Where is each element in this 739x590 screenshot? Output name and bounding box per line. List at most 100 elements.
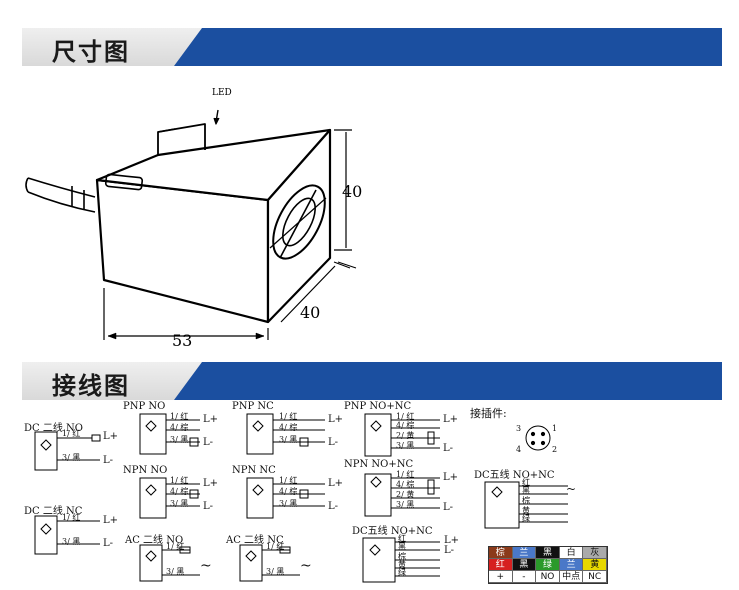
color-table-cell: 兰 xyxy=(512,547,537,559)
color-table-cell: - xyxy=(512,571,537,583)
dc5-sensor-box xyxy=(362,537,396,583)
led-block xyxy=(157,123,206,155)
wiring-banner: 接线图 xyxy=(22,362,722,400)
npn-nonc-title: NPN NO+NC xyxy=(344,459,414,470)
dc2-nc-plus: L+ xyxy=(103,515,119,526)
color-table-cell: 中点 xyxy=(559,571,584,583)
npn-nonc-wire1: 1/ 红 xyxy=(396,470,415,479)
npn-nonc-plus: L+ xyxy=(443,472,459,483)
pnp-nc-wire4: 4/ 棕 xyxy=(279,423,298,432)
led-label: LED xyxy=(212,88,232,98)
plug-connector xyxy=(525,425,551,451)
ac2-nc-tilde: ~ xyxy=(300,558,312,574)
npn-nc-sensor-box xyxy=(246,477,274,519)
plug-pin4: 4 xyxy=(516,445,522,454)
color-table-cell: 黑 xyxy=(512,559,537,571)
dc5-color4: 黄 xyxy=(398,560,406,569)
dc2-no-wire1: 1/ 红 xyxy=(62,429,81,438)
npn-nc-plus: L+ xyxy=(328,478,344,489)
dimensions-title: 尺寸图 xyxy=(52,38,130,66)
dc5-right-color4: 黄 xyxy=(522,506,530,515)
npn-nonc-minus: L- xyxy=(443,502,454,513)
depth-dimension: 40 xyxy=(300,303,320,322)
npn-no-wire3: 3/ 黑 xyxy=(170,499,189,508)
color-table-cell: 棕 xyxy=(489,547,513,559)
pnp-no-sensor-box xyxy=(139,413,167,455)
pnp-nonc-wire4: 4/ 棕 xyxy=(396,421,415,430)
color-table-cell: 红 xyxy=(489,559,513,571)
pnp-nc-minus: L- xyxy=(328,437,339,448)
npn-nc-minus: L- xyxy=(328,501,339,512)
dc5-right-color2: 黑 xyxy=(522,486,530,495)
banner-blue-segment xyxy=(174,28,722,66)
dc5-right-tilde: ~ xyxy=(566,482,577,496)
pnp-nc-plus: L+ xyxy=(328,414,344,425)
plug-pin3: 3 xyxy=(516,424,522,433)
pnp-nonc-wire1: 1/ 红 xyxy=(396,412,415,421)
npn-nonc-wire2: 2/ 黄 xyxy=(396,490,415,499)
ac2-nc-wire1: 1/ 红 xyxy=(266,542,285,551)
npn-no-minus: L- xyxy=(203,501,214,512)
plug-title: 接插件: xyxy=(470,407,507,420)
pnp-no-wire1: 1/ 红 xyxy=(170,412,189,421)
npn-no-title: NPN NO xyxy=(123,465,168,476)
npn-nc-title: NPN NC xyxy=(232,465,276,476)
npn-no-wire1: 1/ 红 xyxy=(170,476,189,485)
color-table-cell: + xyxy=(489,571,513,583)
dc5-color5: 绿 xyxy=(398,568,406,577)
pnp-no-title: PNP NO xyxy=(123,401,166,412)
npn-no-sensor-box xyxy=(139,477,167,519)
npn-nonc-sensor-box xyxy=(364,473,392,517)
npn-nonc-wire4: 4/ 棕 xyxy=(396,480,415,489)
npn-nc-wire3: 3/ 黑 xyxy=(279,499,298,508)
ac2-no-sensor-box xyxy=(139,544,163,582)
ac2-no-wire2: 3/ 黑 xyxy=(166,567,185,576)
color-table-cell: 兰 xyxy=(559,559,584,571)
color-table-cell: NC xyxy=(583,571,607,583)
banner-blue-segment xyxy=(174,362,722,400)
pnp-nc-wire3: 3/ 黑 xyxy=(279,435,298,444)
pnp-no-plus: L+ xyxy=(203,414,219,425)
npn-nc-wire1: 1/ 红 xyxy=(279,476,298,485)
dc5-right-color3: 棕 xyxy=(522,496,530,505)
dc5-minus: L- xyxy=(444,545,455,556)
pnp-nc-sensor-box xyxy=(246,413,274,455)
pnp-no-wire4: 4/ 棕 xyxy=(170,423,189,432)
ac2-no-wire1: 1/ 红 xyxy=(166,542,185,551)
sensor-body-right xyxy=(266,128,332,324)
dc2-no-sensor-box xyxy=(34,431,58,471)
plug-pin2: 2 xyxy=(552,445,558,454)
color-table-cell: 白 xyxy=(559,547,584,559)
dc5-plus: L+ xyxy=(444,535,460,546)
color-table-cell: 灰 xyxy=(583,547,607,559)
dc2-nc-wire2: 3/ 黑 xyxy=(62,537,81,546)
pnp-nonc-sensor-box xyxy=(364,413,392,457)
dimensions-banner: 尺寸图 xyxy=(22,28,722,66)
dc2-no-title: DC 二线 NO xyxy=(24,423,83,434)
npn-no-plus: L+ xyxy=(203,478,219,489)
wiring-title: 接线图 xyxy=(52,372,130,400)
cable-end xyxy=(25,177,29,193)
pnp-nonc-wire2: 2/ 黄 xyxy=(396,431,415,440)
pnp-nonc-wire3: 3/ 黑 xyxy=(396,441,415,450)
height-dimension: 40 xyxy=(342,182,362,201)
dc2-nc-wire1: 1/ 红 xyxy=(62,513,81,522)
dc5-color2: 黑 xyxy=(398,542,406,551)
color-table-cell: NO xyxy=(536,571,560,583)
dc2-no-plus: L+ xyxy=(103,431,119,442)
length-dimension: 53 xyxy=(172,331,192,350)
pnp-no-wire3: 3/ 黑 xyxy=(170,435,189,444)
pnp-nonc-title: PNP NO+NC xyxy=(344,401,412,412)
color-table-cell: 绿 xyxy=(536,559,560,571)
cable xyxy=(27,177,96,213)
pnp-nc-wire1: 1/ 红 xyxy=(279,412,298,421)
pnp-nonc-plus: L+ xyxy=(443,414,459,425)
npn-nc-wire4: 4/ 棕 xyxy=(279,487,298,496)
dc2-nc-minus: L- xyxy=(103,538,114,549)
dc2-no-minus: L- xyxy=(103,455,114,466)
npn-nonc-wire3: 3/ 黑 xyxy=(396,500,415,509)
dc5-color3: 棕 xyxy=(398,552,406,561)
dc5-right-color5: 绿 xyxy=(522,514,530,523)
